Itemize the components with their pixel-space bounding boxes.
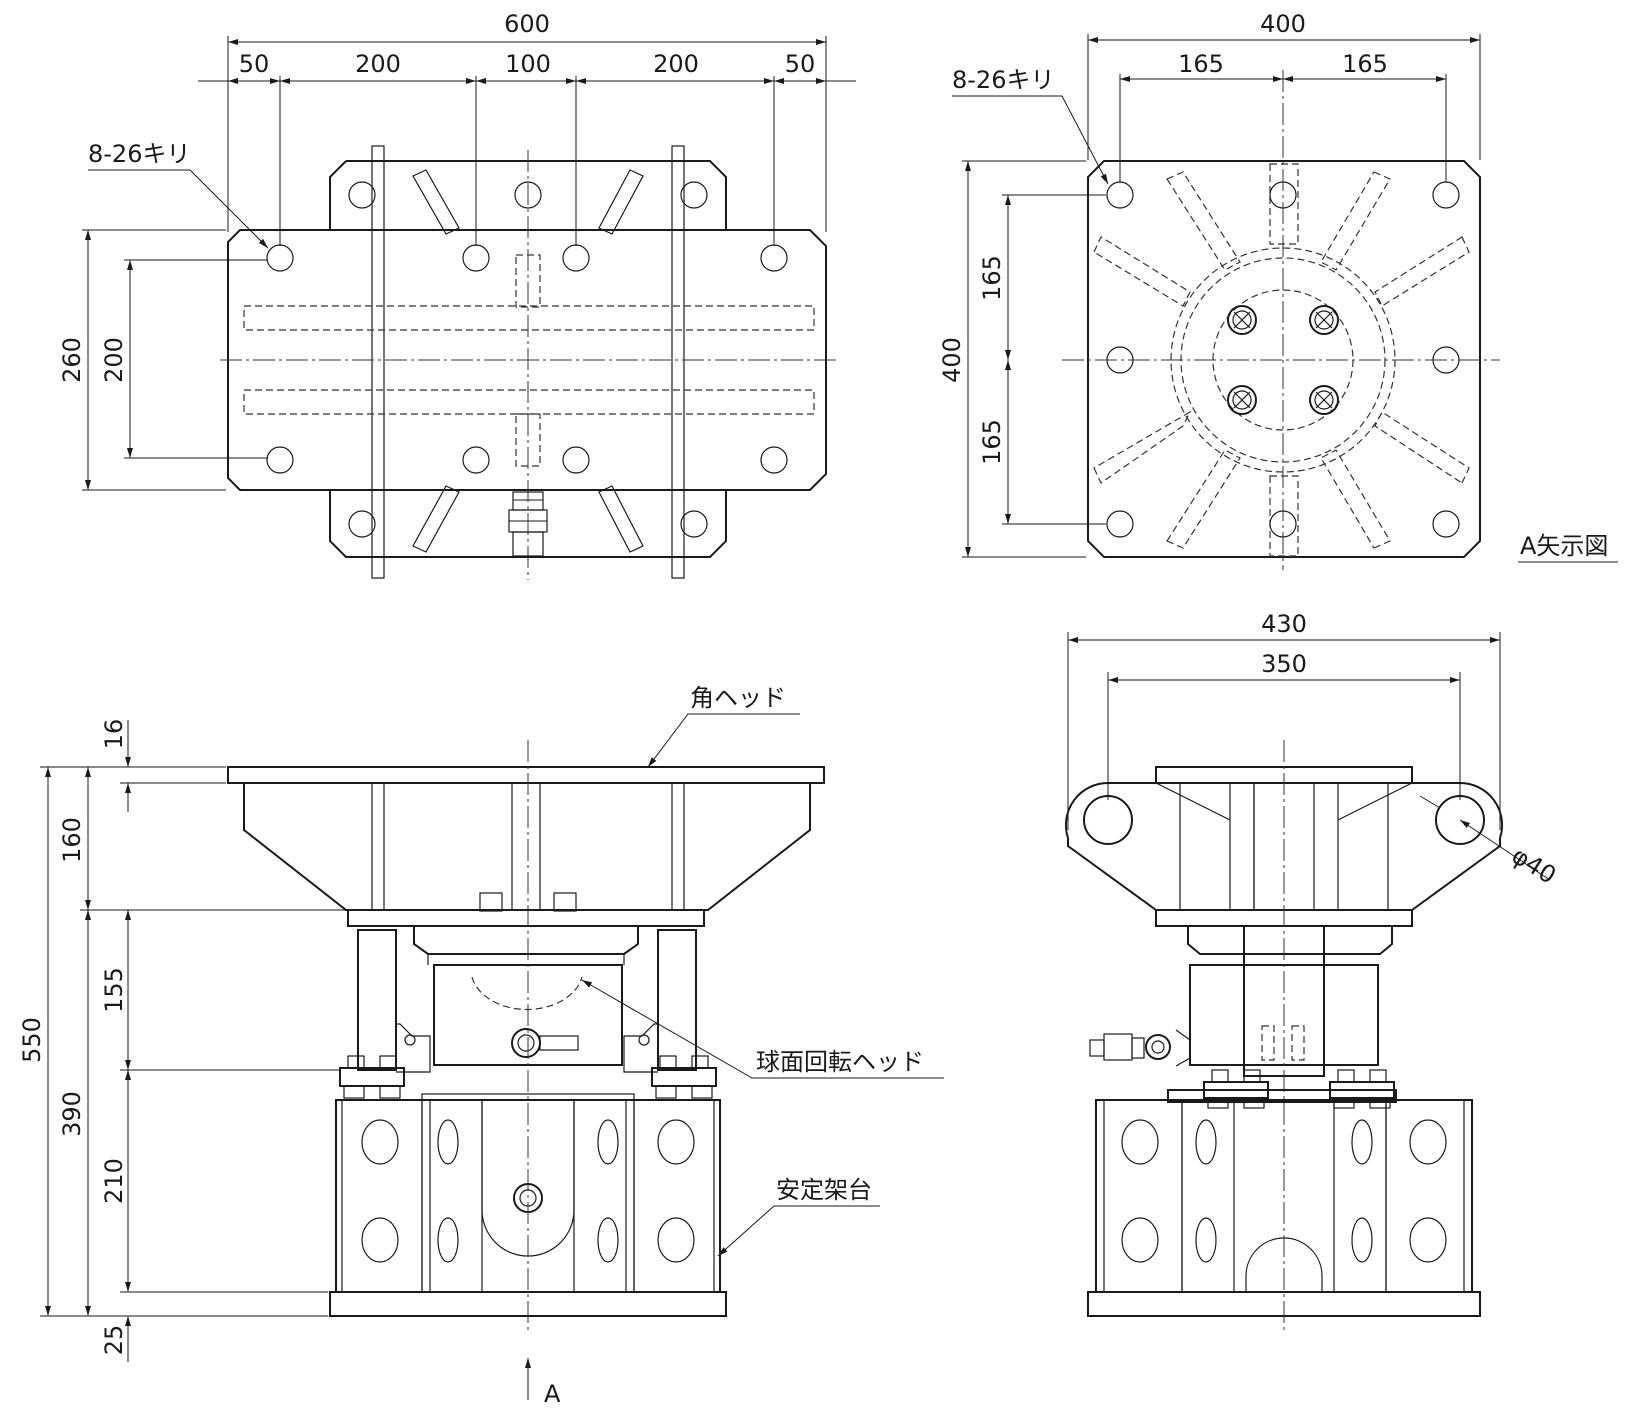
front-dim-25: 25 xyxy=(100,1325,128,1356)
plan-hydraulic-coupler xyxy=(508,491,548,557)
a-view-dim-height: 400 xyxy=(938,337,966,383)
plan-dim-overall: 600 xyxy=(504,10,550,38)
plan-view: 600 50 200 100 200 50 8-26キリ 260 200 xyxy=(58,10,856,580)
side-view: 430 350 φ40 xyxy=(1065,610,1561,1330)
label-spherical-head: 球面回転ヘッド xyxy=(756,1048,924,1076)
front-stand-holes xyxy=(361,1119,695,1263)
front-view: A 16 160 550 155 390 210 25 角ヘッド 球面回転ヘッド xyxy=(18,684,944,1408)
side-dim-outer: 430 xyxy=(1261,610,1307,638)
a-view-hole-label: 8-26キリ xyxy=(952,66,1054,94)
a-view-dim-v-bottom: 165 xyxy=(978,419,1006,465)
front-dim-16: 16 xyxy=(100,719,128,750)
a-view-label: A矢示図 xyxy=(1520,532,1608,560)
a-view-dim-left: 165 xyxy=(1178,50,1224,78)
plan-hole-label: 8-26キリ xyxy=(88,140,190,168)
a-arrow-view: 400 165 165 8-26キリ 400 165 165 A矢示図 xyxy=(938,10,1618,570)
plan-bolt-holes xyxy=(266,181,788,538)
front-dim-160: 160 xyxy=(58,817,86,863)
plan-dim-height-outer: 260 xyxy=(58,337,86,383)
plan-dim-seg3: 100 xyxy=(505,50,551,78)
a-view-dim-overall: 400 xyxy=(1260,10,1306,38)
a-view-dim-v-top: 165 xyxy=(978,255,1006,301)
plan-main-plate xyxy=(227,229,827,491)
label-stabilizing-stand: 安定架台 xyxy=(776,1176,872,1204)
a-view-plate xyxy=(1087,160,1481,558)
side-hydraulic-coupler xyxy=(1089,1029,1191,1067)
front-arrow-label: A xyxy=(544,1380,561,1408)
plan-dim-seg4: 200 xyxy=(653,50,699,78)
side-dim-inner: 350 xyxy=(1261,650,1307,678)
front-head-plate xyxy=(227,766,825,784)
plan-dim-height-inner: 200 xyxy=(100,337,128,383)
a-view-studs xyxy=(1227,305,1339,415)
side-lug-outline xyxy=(1065,781,1503,911)
plan-dim-seg5: 50 xyxy=(785,50,816,78)
front-dim-390: 390 xyxy=(58,1091,86,1137)
plan-dim-seg1: 50 xyxy=(239,50,270,78)
a-view-dim-right: 165 xyxy=(1342,50,1388,78)
side-stand-holes xyxy=(1121,1119,1447,1263)
side-dim-hole: φ40 xyxy=(1507,841,1561,889)
plan-dim-seg2: 200 xyxy=(355,50,401,78)
front-dim-210: 210 xyxy=(100,1158,128,1204)
front-dim-550: 550 xyxy=(18,1017,46,1063)
label-square-head: 角ヘッド xyxy=(690,684,786,712)
front-dim-155: 155 xyxy=(100,967,128,1013)
a-view-hidden-ribs xyxy=(1093,163,1470,557)
